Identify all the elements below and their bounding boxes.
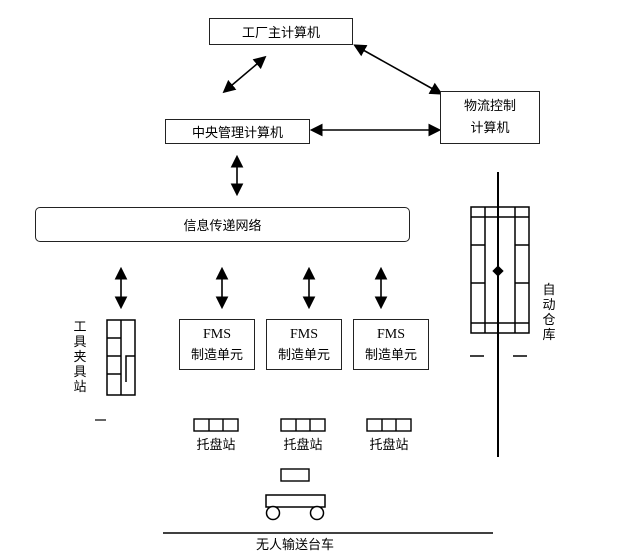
agv-label: 无人输送台车	[255, 538, 334, 553]
logistics-control-computer: 物流控制 计算机	[440, 91, 540, 144]
fms-unit-3-subtitle: 制造单元	[364, 347, 417, 363]
warehouse-stacker-crane	[492, 265, 504, 277]
fms-unit-2-title: FMS	[289, 326, 319, 342]
fms-unit-3: FMS 制造单元	[353, 319, 429, 370]
tool-station-label: 工具夹具站	[73, 320, 87, 395]
pallet-station-3	[366, 418, 412, 432]
information-network-label: 信息传递网络	[183, 219, 262, 234]
fms-unit-2: FMS 制造单元	[266, 319, 342, 370]
factory-host-computer: 工厂主计算机	[209, 18, 353, 45]
warehouse-rack	[470, 206, 530, 334]
tool-station-rack	[106, 319, 136, 396]
information-network: 信息传递网络	[35, 207, 410, 242]
central-management-label: 中央管理计算机	[191, 126, 283, 141]
pallet-station-2-label: 托盘站	[283, 438, 323, 453]
arrow-factory-logistics	[353, 44, 443, 95]
pallet-station-1	[193, 418, 239, 432]
logistics-control-label-2: 计算机	[470, 120, 510, 136]
central-management-computer: 中央管理计算机	[165, 119, 310, 144]
factory-host-label: 工厂主计算机	[241, 26, 320, 41]
agv-load	[280, 468, 310, 482]
arrow-factory-central	[222, 55, 267, 94]
agv-cart	[265, 494, 326, 521]
fms-unit-1-subtitle: 制造单元	[190, 347, 243, 363]
fms-unit-3-title: FMS	[376, 326, 406, 342]
pallet-station-3-label: 托盘站	[369, 438, 409, 453]
fms-unit-1-title: FMS	[202, 326, 232, 342]
pallet-station-1-label: 托盘站	[196, 438, 236, 453]
fms-unit-1: FMS 制造单元	[179, 319, 255, 370]
logistics-control-label-1: 物流控制	[463, 98, 516, 114]
pallet-station-2	[280, 418, 326, 432]
fms-unit-2-subtitle: 制造单元	[277, 347, 330, 363]
auto-warehouse-label: 自动仓库	[542, 283, 556, 343]
